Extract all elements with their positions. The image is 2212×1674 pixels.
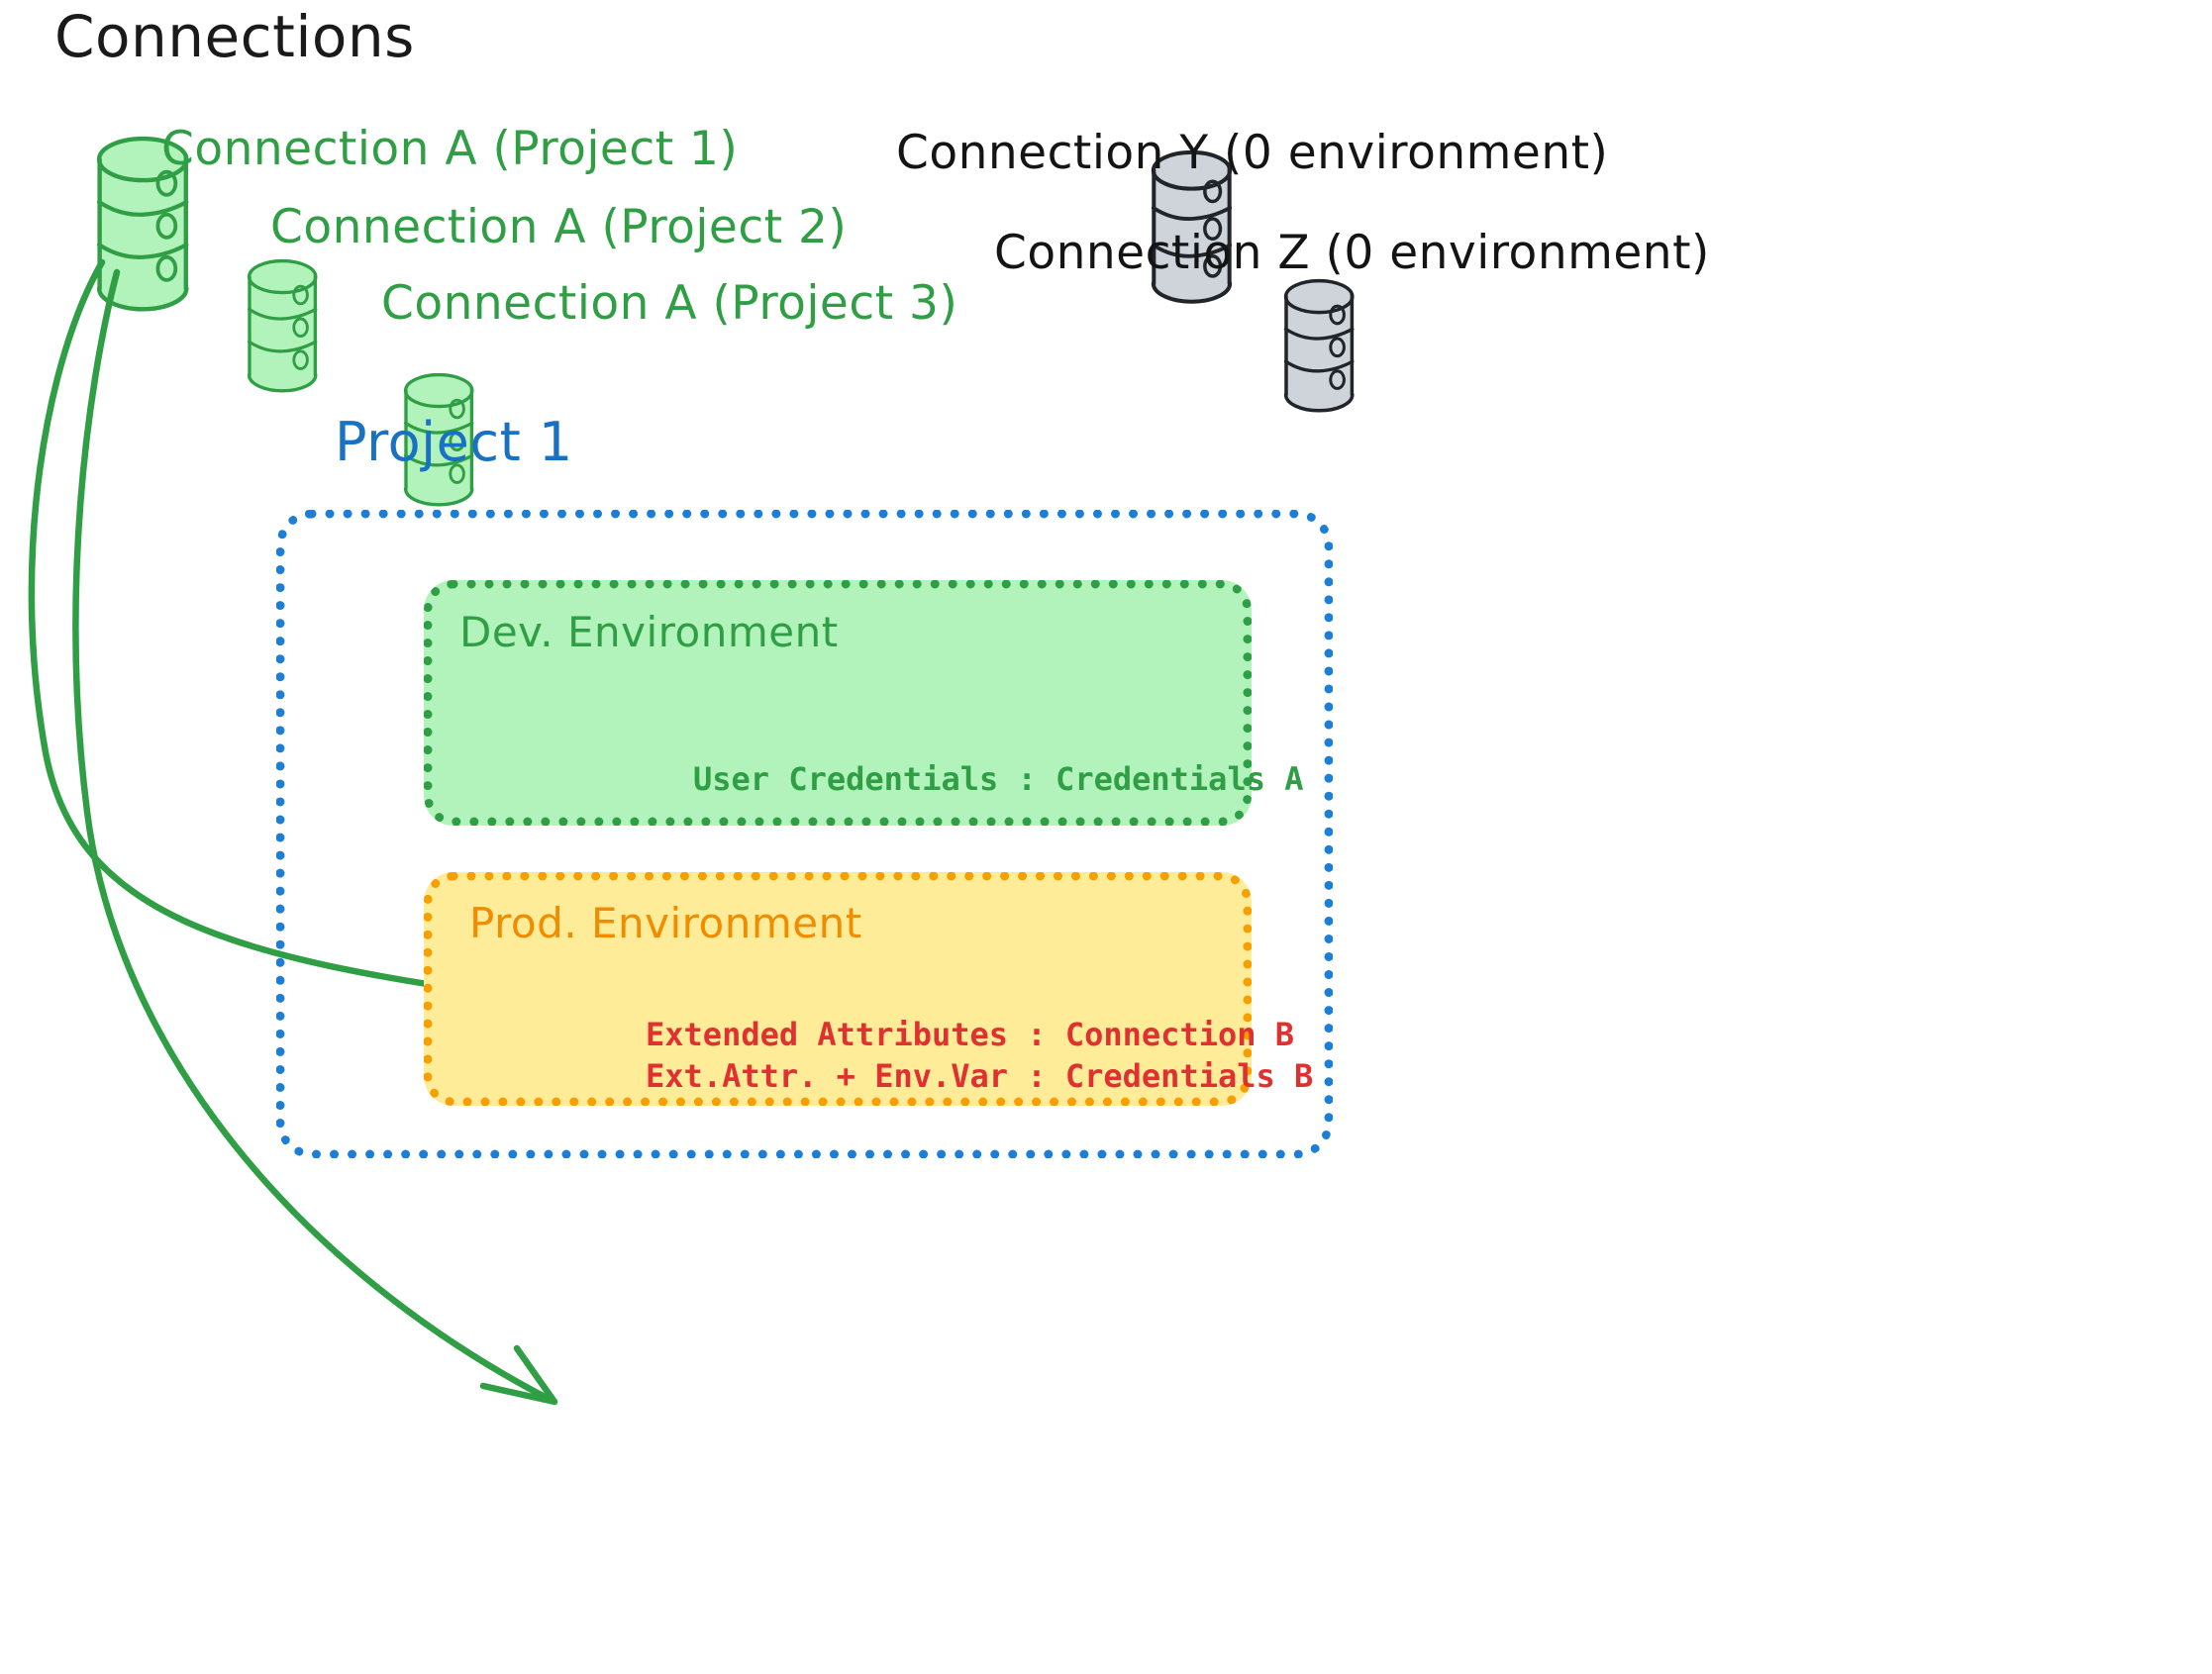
prod-environment-entries: Extended Attributes : Connection B Ext.A…: [646, 1014, 1313, 1097]
project-title: Project 1: [335, 411, 573, 473]
prod-environment-title: Prod. Environment: [469, 899, 862, 947]
prod-entry-ext-attr-env-var: Ext.Attr. + Env.Var : Credentials B: [646, 1057, 1314, 1096]
connection-label-y: Connection Y (0 environment): [896, 126, 1609, 180]
prod-entry-extended-attributes: Extended Attributes : Connection B: [646, 1016, 1295, 1053]
prod-environment-box[interactable]: [424, 872, 1252, 1106]
connection-label-z: Connection Z (0 environment): [994, 226, 1710, 280]
arrow-connection-a-to-prod: [72, 268, 558, 1406]
project-container: [276, 510, 1333, 1158]
dev-environment-title: Dev. Environment: [459, 608, 839, 656]
page-title: Connections: [54, 3, 415, 70]
database-icon-connection-z[interactable]: [1283, 278, 1355, 413]
connection-label-a-project-3: Connection A (Project 3): [381, 276, 958, 331]
connection-label-a-project-2: Connection A (Project 2): [270, 200, 848, 254]
dev-environment-box[interactable]: [424, 580, 1252, 826]
dev-environment-credentials: User Credentials : Credentials A: [693, 760, 1304, 798]
connection-label-a-project-1: Connection A (Project 1): [161, 122, 739, 176]
database-icon-connection-a-project-2[interactable]: [247, 258, 318, 393]
